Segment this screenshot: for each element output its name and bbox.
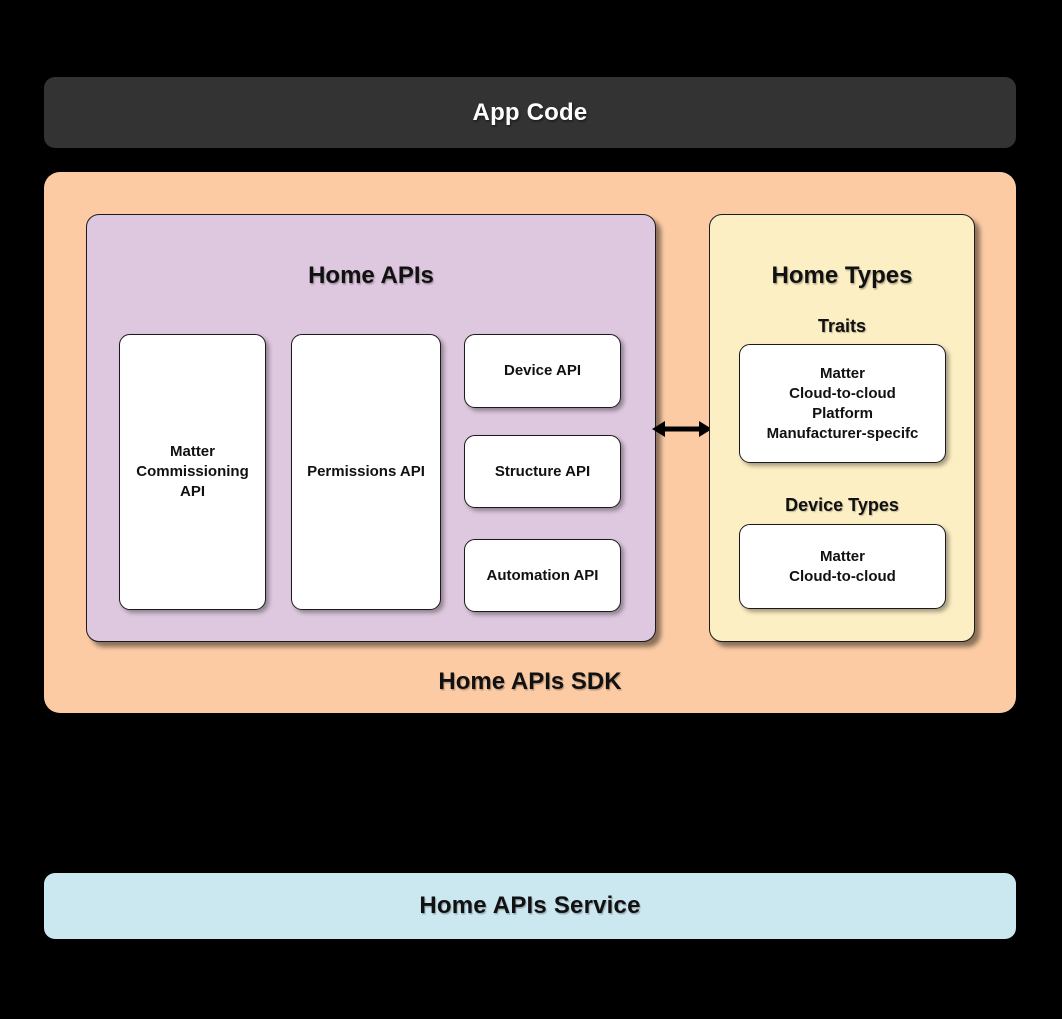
app-code-label: App Code [472,98,588,126]
home-apis-panel: Home APIs Matter Commissioning API Permi… [86,214,656,642]
home-apis-sdk-container: Home APIs Matter Commissioning API Permi… [44,172,1016,713]
home-apis-service-bar: Home APIs Service [44,873,1016,939]
device-types-box: Matter Cloud-to-cloud [739,524,946,609]
sdk-label: Home APIs SDK [438,668,622,695]
home-types-panel: Home Types Traits Matter Cloud-to-cloud … [709,214,975,642]
matter-commissioning-api-box: Matter Commissioning API [119,334,266,610]
device-types-label: Device Types [785,495,899,515]
traits-label: Traits [817,316,867,336]
bidirectional-arrow-icon [652,419,712,439]
app-code-bar: App Code [44,77,1016,148]
device-api-box: Device API [464,334,621,408]
home-apis-title: Home APIs [308,262,434,289]
traits-box: Matter Cloud-to-cloud Platform Manufactu… [739,344,946,463]
automation-api-box: Automation API [464,539,621,612]
structure-api-box: Structure API [464,435,621,508]
service-label: Home APIs Service [419,892,641,919]
home-types-title: Home Types [771,262,913,289]
permissions-api-box: Permissions API [291,334,441,610]
